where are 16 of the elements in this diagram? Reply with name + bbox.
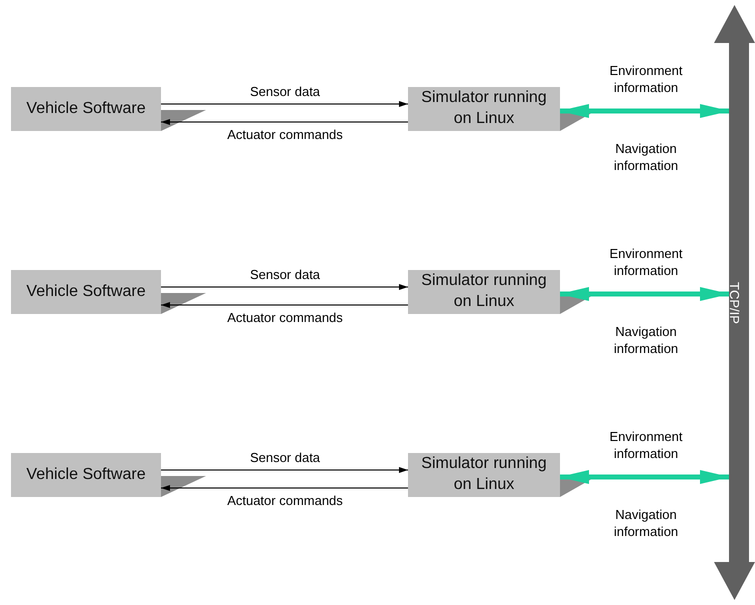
process-box: Vehicle Software xyxy=(11,87,161,131)
process-box: Vehicle Software xyxy=(11,453,161,497)
arrow xyxy=(160,302,408,308)
double-arrow xyxy=(559,287,730,301)
double-arrow xyxy=(559,470,730,484)
arrow xyxy=(160,284,408,290)
double-arrow xyxy=(559,104,730,118)
arrow xyxy=(160,467,408,473)
bar-label: TCP/IP xyxy=(727,282,742,324)
process-box: Simulator running on Linux xyxy=(408,270,560,314)
arrow xyxy=(160,119,408,125)
process-box: Simulator running on Linux xyxy=(408,87,560,131)
arrow xyxy=(160,101,408,107)
process-box: Simulator running on Linux xyxy=(408,453,560,497)
arrow xyxy=(160,485,408,491)
process-box: Vehicle Software xyxy=(11,270,161,314)
